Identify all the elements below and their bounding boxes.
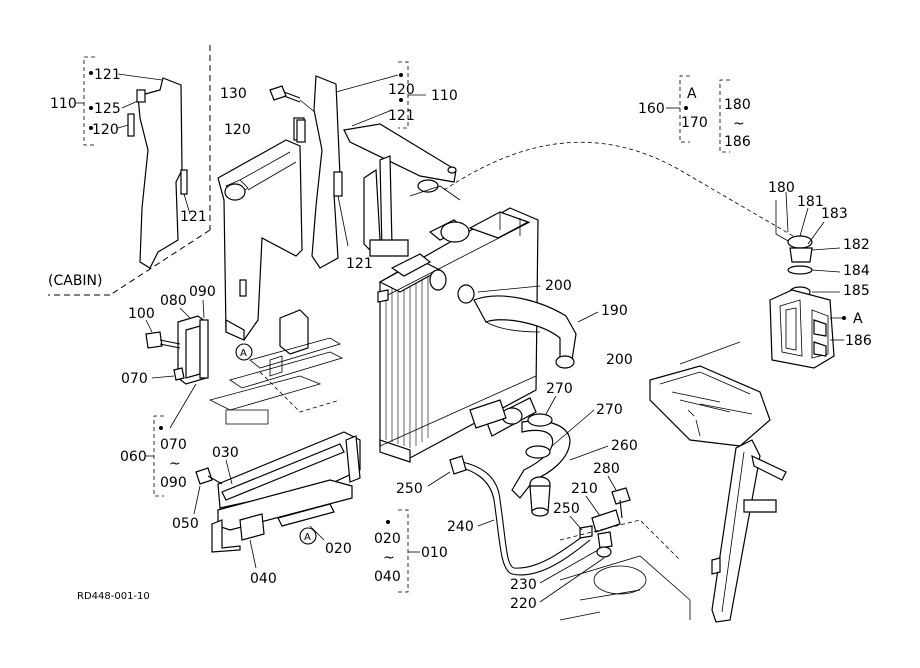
callout-250-right: 250 bbox=[553, 501, 580, 517]
callout-183: 183 bbox=[821, 206, 848, 222]
callout-180-range-start: 180 bbox=[724, 97, 751, 113]
callout-121-right: 121 bbox=[346, 256, 373, 272]
callout-184: 184 bbox=[843, 263, 870, 279]
callout-160: 160 bbox=[638, 101, 665, 117]
callout-270-top: 270 bbox=[546, 381, 573, 397]
drain-cock-assembly: 280 210 250 230 220 bbox=[510, 461, 631, 612]
callout-group-160: 160 A 170 bbox=[638, 75, 708, 143]
callout-181: 181 bbox=[797, 194, 824, 210]
callout-186: 186 bbox=[845, 333, 872, 349]
range-tilde-010: ~ bbox=[383, 550, 395, 566]
lower-hose-260: 270 270 260 bbox=[511, 381, 638, 517]
callout-group-110-left: 110 121 125 120 bbox=[50, 56, 163, 146]
callout-182: 182 bbox=[843, 237, 870, 253]
ref-a-legend: A bbox=[687, 86, 697, 102]
callout-250-left: 250 bbox=[396, 481, 423, 497]
callout-125: 125 bbox=[94, 101, 121, 117]
upper-hose-190: 200 190 200 bbox=[457, 278, 633, 369]
callout-040: 040 bbox=[250, 571, 277, 587]
side-plate-right: 121 bbox=[296, 75, 373, 272]
callout-200-mid: 200 bbox=[606, 352, 633, 368]
callout-121-lower-left: 121 bbox=[180, 209, 207, 225]
ref-a-left: A bbox=[240, 348, 247, 359]
callout-121-top-right: 121 bbox=[388, 108, 415, 124]
callout-group-110-right: 120 121 110 bbox=[335, 61, 458, 129]
reserve-tank: 180 181 183 182 184 185 A 186 bbox=[768, 180, 872, 369]
callout-090: 090 bbox=[189, 284, 216, 300]
callout-200-top: 200 bbox=[545, 278, 572, 294]
lower-frame-members bbox=[208, 309, 344, 425]
ref-a-tank: A bbox=[853, 311, 863, 327]
callout-120-left: 120 bbox=[92, 122, 119, 138]
callout-070: 070 bbox=[121, 371, 148, 387]
callout-190: 190 bbox=[601, 303, 628, 319]
callout-060: 060 bbox=[120, 449, 147, 465]
hood-outline bbox=[443, 141, 801, 365]
callout-220: 220 bbox=[510, 596, 537, 612]
callout-040-range-end: 040 bbox=[374, 569, 401, 585]
callout-020-range-start: 020 bbox=[374, 531, 401, 547]
callout-180: 180 bbox=[768, 180, 795, 196]
side-cover-060: 100 080 090 070 bbox=[121, 284, 216, 429]
drawing-code: RD448-001-10 bbox=[77, 591, 150, 602]
callout-270-right: 270 bbox=[596, 402, 623, 418]
callout-120-right: 120 bbox=[388, 82, 415, 98]
callout-121-left: 121 bbox=[94, 67, 121, 83]
range-tilde-060: ~ bbox=[169, 456, 181, 472]
callout-170: 170 bbox=[681, 115, 708, 131]
side-plate-left-cabin: 121 bbox=[127, 77, 207, 269]
ref-a-bottom: A bbox=[304, 532, 311, 543]
callout-010: 010 bbox=[421, 545, 448, 561]
callout-210: 210 bbox=[571, 481, 598, 497]
callout-186-range-end: 186 bbox=[724, 134, 751, 150]
callout-020: 020 bbox=[325, 541, 352, 557]
lower-covers: 030 050 020 040 bbox=[172, 431, 361, 587]
callout-050: 050 bbox=[172, 516, 199, 532]
cabin-boundary: (CABIN) bbox=[48, 45, 211, 296]
callout-cabin: (CABIN) bbox=[48, 273, 102, 289]
right-frame-structure bbox=[649, 365, 787, 623]
callout-230: 230 bbox=[510, 577, 537, 593]
callout-100: 100 bbox=[128, 306, 155, 322]
engine-base-lower bbox=[559, 519, 691, 621]
overflow-hose-240: 250 240 bbox=[396, 455, 591, 576]
range-tilde-180: ~ bbox=[733, 116, 745, 132]
callout-120-mid: 120 bbox=[224, 122, 251, 138]
callout-185: 185 bbox=[843, 283, 870, 299]
callout-group-180-range: 180 ~ 186 bbox=[719, 79, 751, 153]
reference-mark-a-bottom: A bbox=[299, 527, 317, 545]
bolt-130: 130 120 bbox=[220, 85, 323, 138]
callout-110-right: 110 bbox=[431, 88, 458, 104]
callout-090-range-end: 090 bbox=[160, 475, 187, 491]
callout-group-060: 060 070 ~ 090 bbox=[120, 415, 187, 497]
callout-130: 130 bbox=[220, 86, 247, 102]
upper-frame bbox=[343, 123, 461, 257]
callout-280: 280 bbox=[593, 461, 620, 477]
reference-mark-a-left: A bbox=[235, 343, 253, 361]
radiator bbox=[377, 207, 539, 463]
callout-group-010: 020 ~ 040 010 bbox=[374, 509, 448, 593]
callout-110-left: 110 bbox=[50, 96, 77, 112]
callout-030: 030 bbox=[212, 445, 239, 461]
radiator-support-bracket bbox=[217, 117, 305, 341]
callout-070-range-start: 070 bbox=[160, 437, 187, 453]
callout-080: 080 bbox=[160, 293, 187, 309]
callout-240: 240 bbox=[447, 519, 474, 535]
callout-260: 260 bbox=[611, 438, 638, 454]
